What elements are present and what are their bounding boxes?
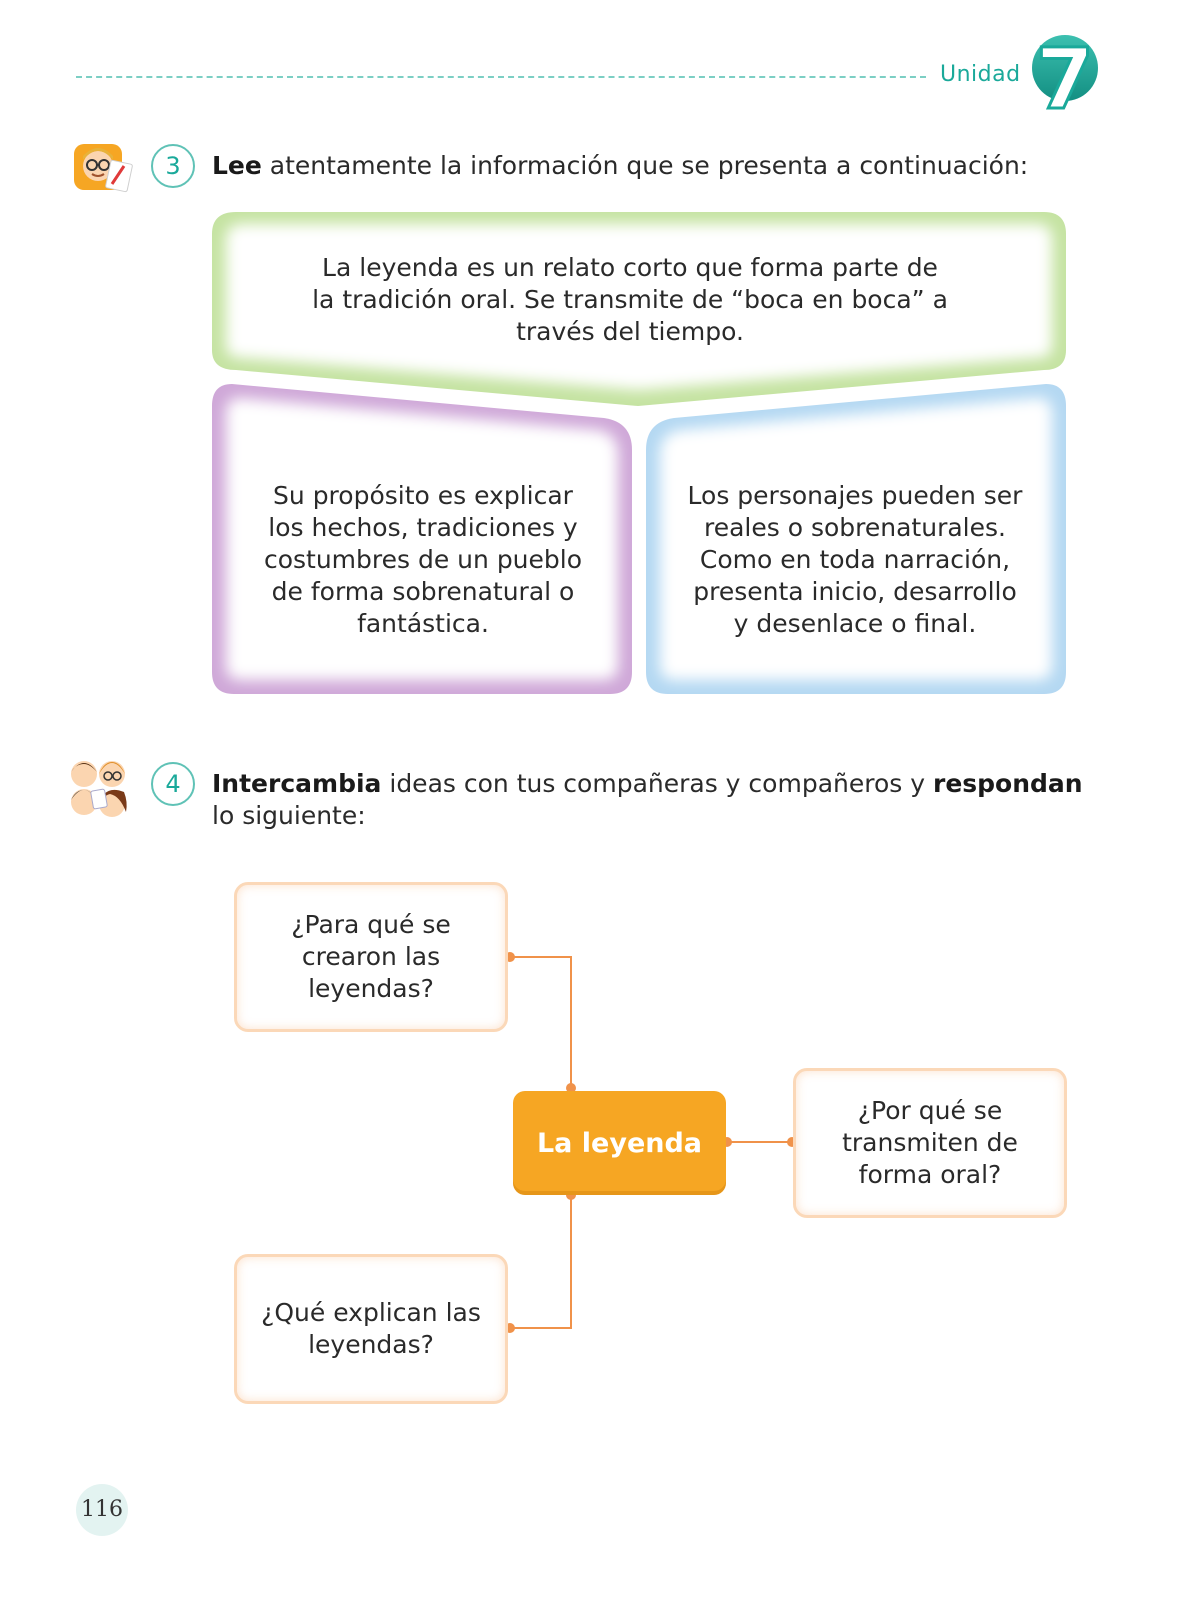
legend-characters-text: Los personajes pueden ser reales o sobre… xyxy=(687,481,1023,638)
unit-number-badge: 7 xyxy=(1032,30,1098,120)
info-boxes-frame xyxy=(212,212,1066,694)
teacher-reading-icon xyxy=(74,144,133,193)
legend-definition-text: La leyenda es un relato corto que forma … xyxy=(312,253,948,346)
instruction-4-line-2: lo siguiente: xyxy=(212,801,366,830)
instruction-4-verb-1: Intercambia xyxy=(212,769,382,798)
legend-purpose-text: Su propósito es explicar los hechos, tra… xyxy=(263,481,583,638)
question-oral-text: ¿Por qué se transmiten de forma oral? xyxy=(842,1096,1018,1189)
instruction-3-text: atentamente la información que se presen… xyxy=(261,151,1029,180)
step-number-4: 4 xyxy=(151,762,195,806)
legend-characters-box: Los personajes pueden ser reales o sobre… xyxy=(680,440,1030,680)
instruction-3: Lee atentamente la información que se pr… xyxy=(212,150,1112,182)
instruction-3-verb: Lee xyxy=(212,151,262,180)
question-explain-text: ¿Qué explican las leyendas? xyxy=(261,1298,481,1359)
question-box-oral: ¿Por qué se transmiten de forma oral? xyxy=(793,1068,1067,1218)
instruction-4-verb-2: respondan xyxy=(932,769,1083,798)
step-number-3: 3 xyxy=(151,144,195,188)
legend-purpose-box: Su propósito es explicar los hechos, tra… xyxy=(248,440,598,680)
concept-map-center-label: La leyenda xyxy=(536,1127,703,1159)
page-number: 116 xyxy=(76,1484,128,1536)
unit-number: 7 xyxy=(1036,30,1094,120)
concept-map-center: La leyenda xyxy=(513,1091,726,1195)
instruction-4: Intercambia ideas con tus compañeras y c… xyxy=(212,768,1132,832)
question-box-purpose: ¿Para qué se crearon las leyendas? xyxy=(234,882,508,1032)
instruction-4-text: ideas con tus compañeras y compañeros y xyxy=(381,769,933,798)
unit-label: Unidad xyxy=(940,62,1021,87)
question-box-explain: ¿Qué explican las leyendas? xyxy=(234,1254,508,1404)
children-group-icon xyxy=(71,761,127,817)
legend-definition-box: La leyenda es un relato corto que forma … xyxy=(300,240,960,360)
question-purpose-text: ¿Para qué se crearon las leyendas? xyxy=(291,910,451,1003)
header-dashed-line xyxy=(76,76,926,78)
